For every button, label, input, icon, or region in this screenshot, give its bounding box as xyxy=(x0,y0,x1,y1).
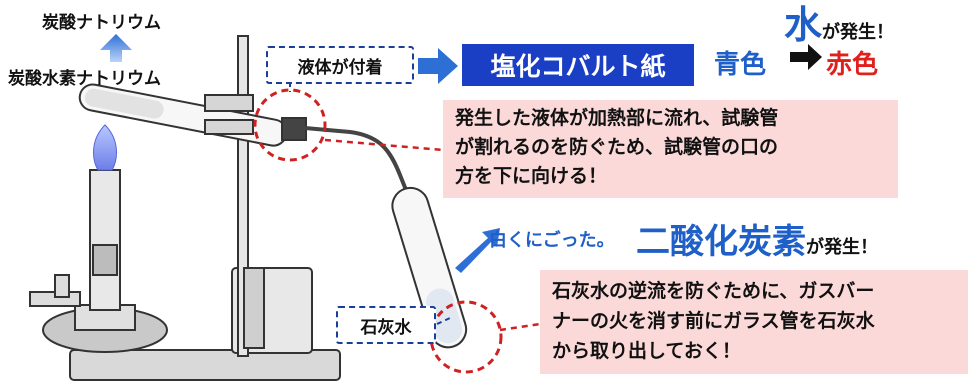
gas-burner xyxy=(29,169,168,353)
red-color-label: 赤色 xyxy=(826,50,879,80)
arrow-right-icon xyxy=(418,48,458,84)
co2-big: 二酸化炭素 xyxy=(636,222,806,262)
co2-suffix: が発生！ xyxy=(806,237,878,258)
stand xyxy=(69,35,341,381)
note-test-tube-angle: 発生した液体が加熱部に流れ、試験管 が割れるのを防ぐため、試験管の口の 方を下に… xyxy=(443,100,898,198)
water-suffix: が発生！ xyxy=(822,22,895,43)
color-change-arrow-icon xyxy=(790,44,822,70)
flame-icon xyxy=(93,124,117,171)
note-line: から取り出しておく！ xyxy=(552,340,741,362)
limewater-label: 石灰水 xyxy=(336,306,436,344)
product-label: 炭酸ナトリウム xyxy=(42,13,161,33)
note-line: 方を下に向ける！ xyxy=(455,165,608,187)
blue-color-label: 青色 xyxy=(714,50,767,80)
note-line: 発生した液体が加熱部に流れ、試験管 xyxy=(455,107,779,129)
note-limewater-backflow: 石灰水の逆流を防ぐために、ガスバー ナーの火を消す前にガラス管を石灰水 から取り… xyxy=(540,270,968,374)
test-tube xyxy=(78,83,307,147)
water-big: 水 xyxy=(784,3,823,47)
cobalt-paper-box: 塩化コバルト紙 xyxy=(462,44,694,86)
reaction-arrow-icon xyxy=(100,34,132,62)
note-line: が割れるのを防ぐため、試験管の口の xyxy=(455,136,779,158)
liquid-adheres-label: 液体が付着 xyxy=(266,46,414,84)
note-line: ナーの火を消す前にガラス管を石灰水 xyxy=(552,310,875,332)
note-line: 石灰水の逆流を防ぐために、ガスバー xyxy=(552,280,875,302)
co2-arrow-icon xyxy=(455,228,500,273)
reactant-label: 炭酸水素ナトリウム xyxy=(8,69,161,89)
cloudy-label: 白くにごった。 xyxy=(489,230,615,251)
callout-connector xyxy=(324,138,541,332)
cobalt-paper-label: 塩化コバルト紙 xyxy=(490,52,666,81)
co2-label: 二酸化炭素が発生！ xyxy=(636,214,878,263)
water-label: 水が発生！ xyxy=(784,0,894,49)
